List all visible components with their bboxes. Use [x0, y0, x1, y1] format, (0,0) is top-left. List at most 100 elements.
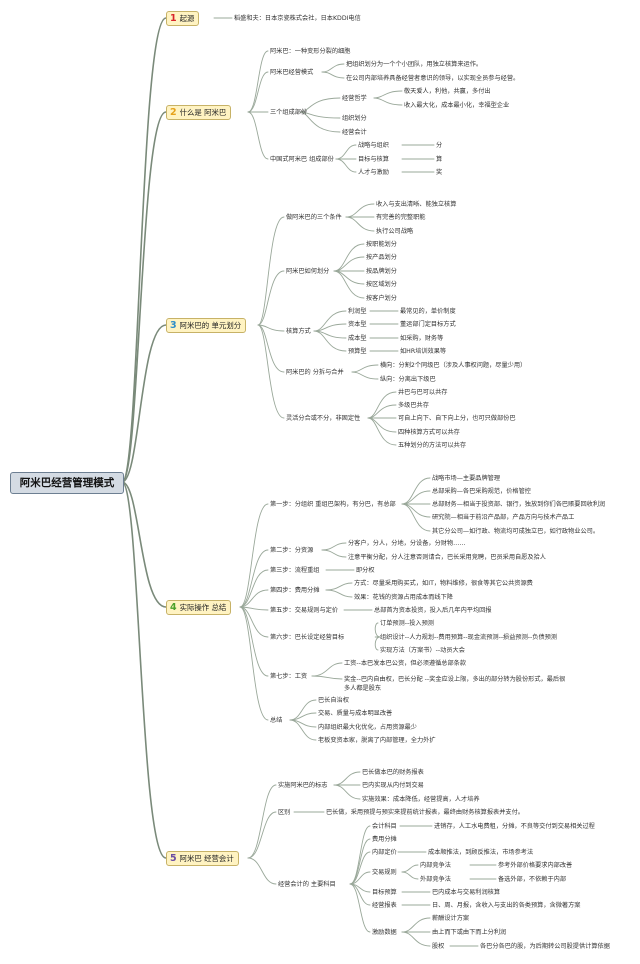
node-split-merge: 阿米巴的 分拆与合并	[286, 369, 344, 376]
node-calc-desc: 如HR培训效果等	[400, 348, 447, 355]
node-trade-rule-value: 备选外部，不依赖于内部	[498, 876, 567, 883]
node-goal-item: 巴长做本巴的财务报表	[362, 769, 424, 776]
node-flex-item: 多级巴共存	[398, 402, 429, 409]
node-step6-item: 实现方法（方案书）--动员大会	[380, 647, 465, 654]
node-step4-item: 效果：花钱的资源占用成本而线下降	[354, 594, 453, 601]
node-flex-item: 五种划分的方法可以共存	[398, 442, 467, 449]
branch-number: 4	[170, 602, 177, 613]
node-step7-item: 奖金--巴内自由权，巴长分配 --奖金应设上限，多出的部分转为股份形式，最后很	[344, 676, 566, 683]
node-org: 组织划分	[342, 115, 367, 122]
node-subject: 内部定价	[372, 849, 397, 856]
node-incentive-item: 薪酬设计方案	[432, 915, 470, 922]
node-subject: 激励数据	[372, 929, 397, 936]
node-condition-item: 有完善的完整职能	[376, 214, 426, 221]
node-cn-row-key: 奖	[436, 169, 443, 176]
node-equity-value: 各巴分各巴的股，为后期转公司股提供计算依据	[480, 943, 610, 950]
branch-number: 1	[170, 13, 177, 24]
node-summary-item: 交易、质量与成本明显改善	[318, 710, 393, 717]
node-main-subjects: 经营会计的 主要科目	[278, 881, 336, 888]
node-calc-desc: 最常见的，单价制度	[400, 308, 456, 315]
node-step1-item: 总部财务—相当于投资部、银行，独放到你们各巴賬要回收利润	[432, 501, 606, 508]
node-step2: 第二步：分资源	[270, 547, 314, 554]
node-step7-item: 工资--本巴发本巴公资，但必须遵循总部条款	[344, 660, 467, 667]
node-split-item: 横向：分割2个同级巴（涉及人事权问题，尽量少用）	[380, 362, 527, 369]
node-step2-item: 分客户，分人，分地，分设备，分财物……	[348, 540, 466, 547]
node-subject: 目标预算	[372, 889, 397, 896]
node-accounting: 经营会计	[342, 129, 367, 136]
node-subject: 经营报表	[372, 902, 397, 909]
branch-title: 阿米巴 经营会计	[179, 854, 234, 863]
node-difference: 区别	[278, 809, 291, 816]
node-subject-value: 进销存，人工水电费租，分摊，不良等交付到交易相关过程	[434, 823, 595, 830]
node-cn-row-key: 分	[436, 142, 443, 149]
node-step1-item: 战略市场—主要品牌管理	[432, 475, 501, 482]
node-philosophy-item: 敬天爱人，利他，共赢，多付出	[404, 88, 491, 95]
node-subject: 会计科目	[372, 823, 397, 830]
node-divide-item: 按职能划分	[366, 241, 397, 248]
branch-title: 实际操作 总结	[179, 603, 227, 612]
node-step1-item: 研究院—相当于前沿产品部，产品方向与技术产品工	[432, 514, 575, 521]
node-cn-row-key: 算	[436, 156, 443, 163]
branch-title: 什么是 阿米巴	[179, 108, 227, 117]
node-philosophy-item: 收入最大化，成本最小化，幸福型企业	[404, 102, 510, 109]
node-divide-item: 按产品划分	[366, 254, 397, 261]
node-step1-item: 其它分公司—如行政、物流均可成独立巴，如行政物业公司。	[432, 528, 600, 535]
node-calc-type: 资本型	[348, 321, 367, 328]
node-condition-item: 执行公司战略	[376, 228, 414, 235]
node-split-item: 纵向：分离出下级巴	[380, 376, 436, 383]
node-step5: 第五步：交易规则与定价	[270, 607, 339, 614]
node-calc-method: 核算方式	[286, 328, 311, 335]
node-calc-type: 利润型	[348, 308, 367, 315]
branch-title: 阿米巴的 单元划分	[179, 321, 242, 330]
node-goal-item: 实施效果：成本降低，经营提高，人才培养	[362, 796, 480, 803]
node-trade-rule-value: 参考外部价格要求内部改善	[498, 862, 573, 869]
node-divide-item: 按区域划分	[366, 281, 397, 288]
node-step6-item: 组织设计--人力规划--费用预算--现金流预测--损益预测--负债预测	[380, 634, 558, 641]
node-subject: 交易规则	[372, 869, 397, 876]
node-step4-item: 方式：尽量采用购买式，如IT，物料维修，很食等其它公共资源费	[354, 580, 533, 587]
node-step7-item: 多人都是股东	[344, 685, 382, 692]
node-implement-goal: 实施阿米巴的标志	[278, 782, 328, 789]
node-step3-value: 即分权	[356, 567, 375, 574]
node-calc-desc: 董运部门定目标方式	[400, 321, 456, 328]
node-mode-item: 在公司内部培养具备经营者意识的领导，以实现全员参与经营。	[346, 75, 520, 82]
node-three-parts: 三个组成部份	[270, 109, 308, 116]
node-subject-value: 巴内成本与交易利润核算	[432, 889, 501, 896]
branch-number: 2	[170, 107, 177, 118]
node-divide-item: 按品牌划分	[366, 268, 397, 275]
node-trade-rule: 外部竞争法	[420, 876, 451, 883]
branch-number: 5	[170, 853, 177, 864]
node-mode: 阿米巴经营模式	[270, 69, 314, 76]
node-flex-item: 井巴与巴可以共存	[398, 389, 448, 396]
node-step4: 第四步：费用分摊	[270, 587, 320, 594]
node-step7: 第七步：工资	[270, 673, 308, 680]
node-chinese-amoeba: 中国式阿米巴 组成部份	[270, 156, 334, 163]
node-step3: 第三步：流程重组	[270, 567, 320, 574]
origin-node: 稻盛和夫：日本京瓷株式会社，日本KDDI电信	[234, 15, 361, 22]
node-goal-item: 巴内实现从内付到交易	[362, 782, 424, 789]
node-cn-row: 目标与核算	[358, 156, 389, 163]
node-summary-item: 老板变资本家，脱离了内部管理，全力外扩	[318, 737, 436, 744]
node-step5-value: 总部首为资本投资，投入后几年内平均回报	[374, 607, 492, 614]
node-philosophy: 经营哲学	[342, 95, 367, 102]
node-trade-rule: 内部竞争法	[420, 862, 451, 869]
node-step6-item: 订单预测--投入预测	[380, 620, 434, 627]
node-incentive-item: 由上而下或由下而上分利润	[432, 929, 507, 936]
node-mode-item: 把组织划分为一个个小团队，用独立核算来运作。	[346, 61, 483, 68]
branch-title: 起源	[179, 14, 195, 23]
node-summary: 总结	[270, 717, 283, 724]
node-divide-item: 按客户划分	[366, 295, 397, 302]
node-how-divide: 阿米巴如何划分	[286, 268, 330, 275]
node-calc-desc: 如采购，财务等	[400, 335, 444, 342]
node-summary-item: 内部组织最大化优化，占用资源最少	[318, 724, 417, 731]
node-conditions: 做阿米巴的三个条件	[286, 214, 342, 221]
node-flexible: 灵活分合或不分，非固定性	[286, 415, 361, 422]
node-equity: 股权	[432, 943, 445, 950]
node-condition-item: 收入与支出清晰、能独立核算	[376, 201, 457, 208]
node-calc-type: 成本型	[348, 335, 367, 342]
